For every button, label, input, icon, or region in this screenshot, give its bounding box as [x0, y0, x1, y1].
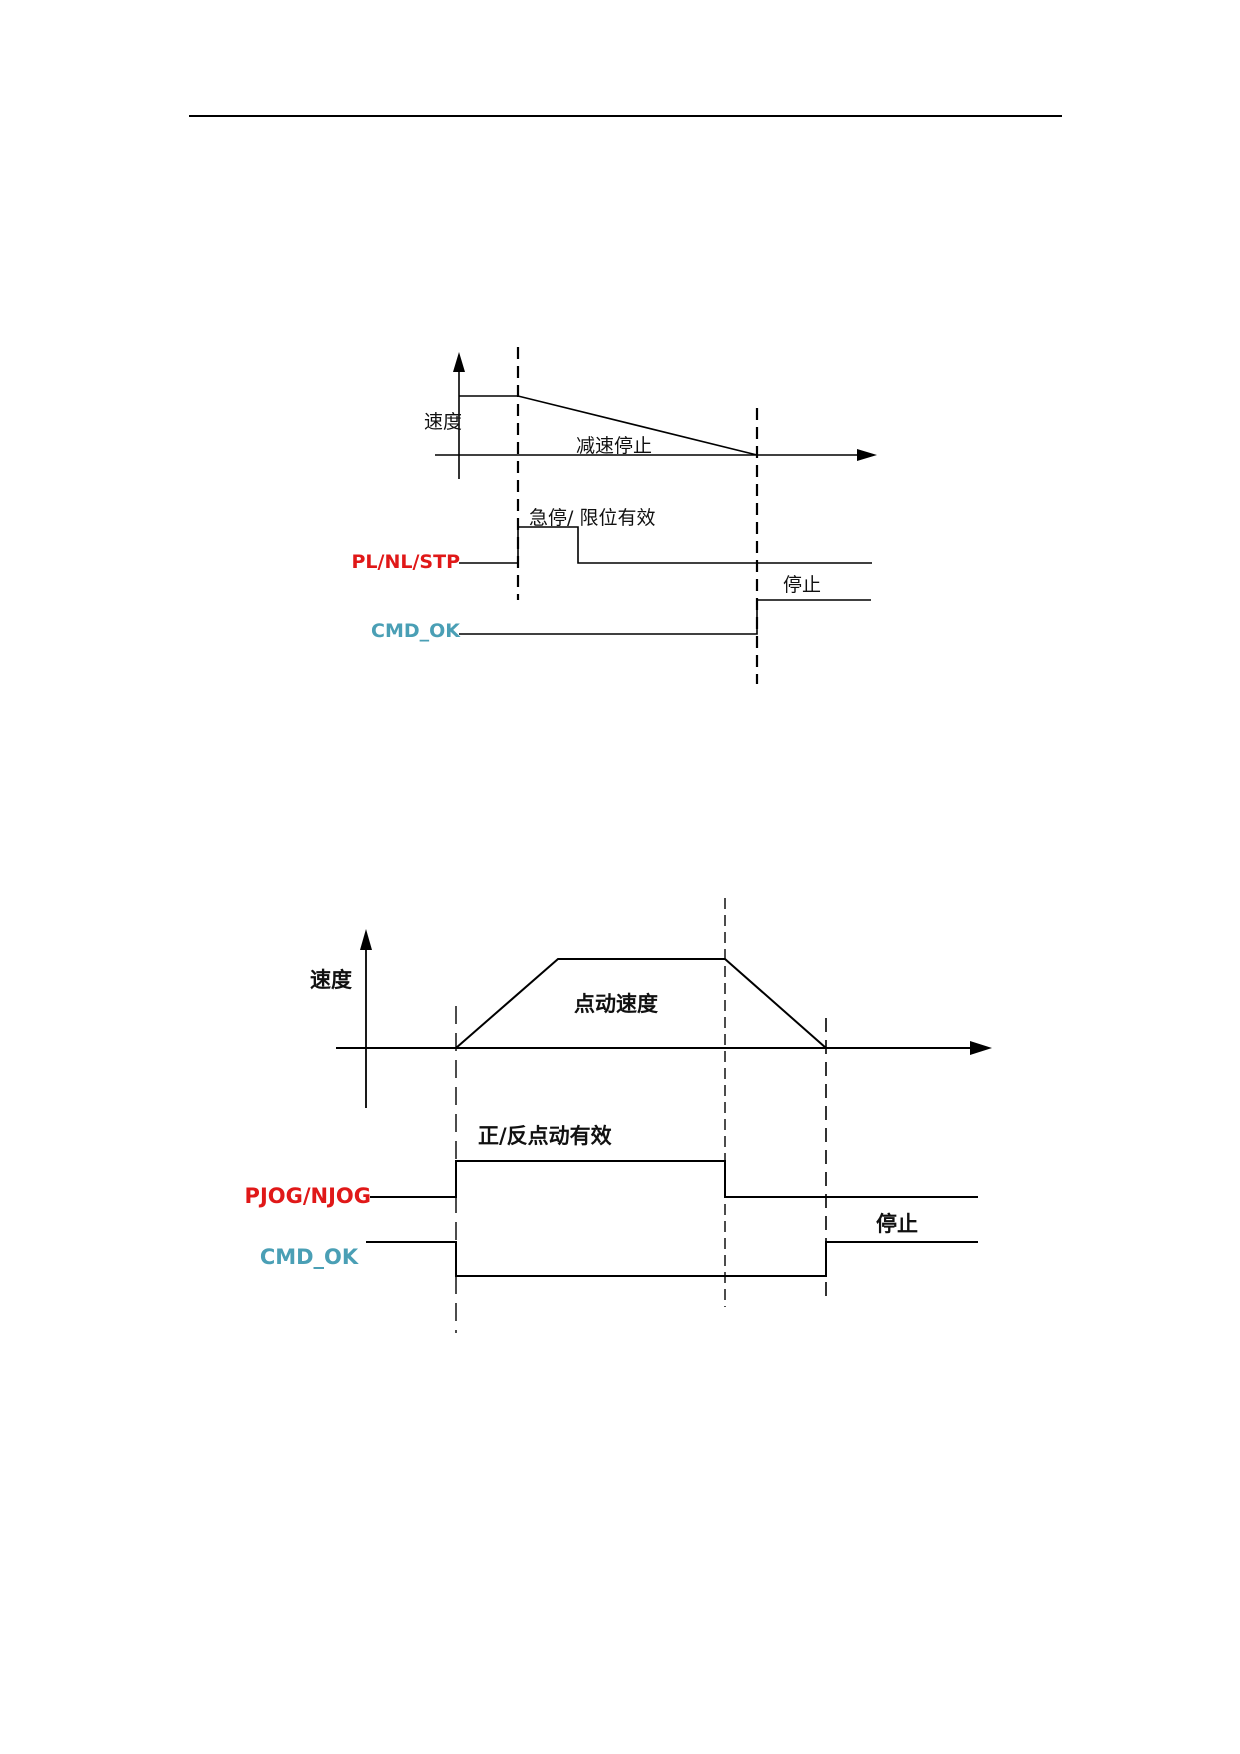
signal2-waveform [459, 599, 871, 635]
signal-active-label: 正/反点动有效 [478, 1124, 612, 1148]
signal1-waveform [370, 1160, 978, 1198]
signal1-name: PL/NL/STP [352, 551, 461, 573]
diagram-jog [336, 898, 992, 1333]
speed-label: 速度 [310, 968, 352, 992]
speed-profile [455, 958, 827, 1049]
stop-label: 停止 [783, 574, 821, 596]
speed-axis-arrow-icon [360, 929, 372, 950]
diagram-decel-stop [435, 347, 877, 684]
signal-active-label: 急停/ 限位有效 [529, 507, 655, 529]
signal1-name: PJOG/NJOG [245, 1184, 371, 1208]
time-axis-arrow-icon [970, 1041, 992, 1055]
signal1-waveform [459, 526, 872, 564]
time-axis-arrow-icon [857, 449, 877, 461]
jog-speed-label: 点动速度 [574, 992, 658, 1016]
signal2-name: CMD_OK [260, 1245, 359, 1269]
signal2-name: CMD_OK [371, 620, 461, 642]
signal2-waveform [366, 1241, 978, 1277]
speed-label: 速度 [424, 411, 462, 433]
decel-label: 减速停止 [576, 435, 652, 457]
speed-profile [459, 395, 758, 456]
speed-axis-arrow-icon [453, 352, 465, 372]
stop-label: 停止 [876, 1212, 918, 1236]
